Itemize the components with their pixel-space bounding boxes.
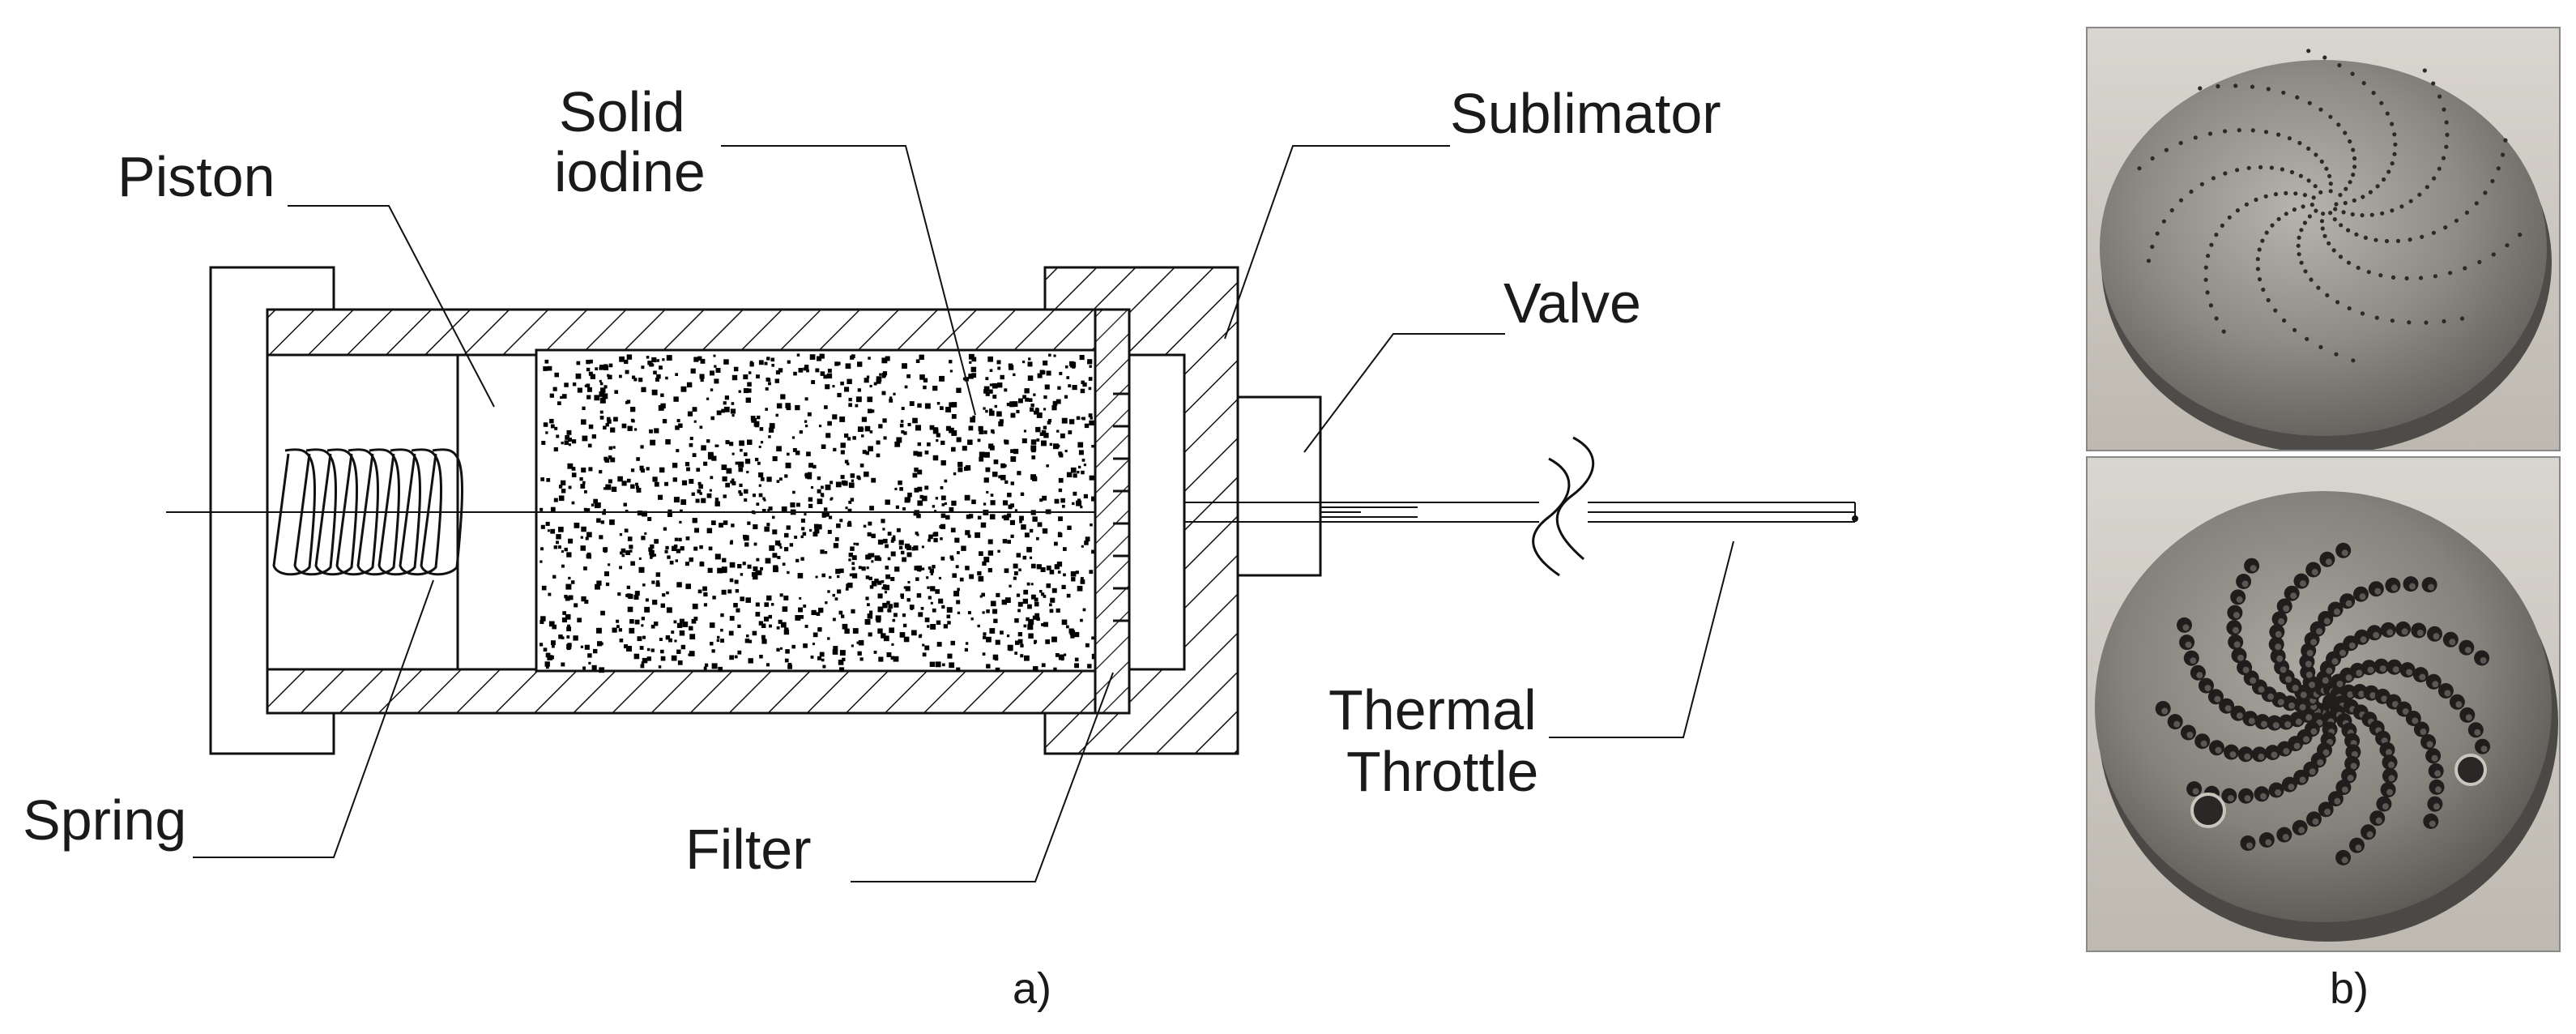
label-thermal-throttle-line1: Thermal <box>1329 678 1537 741</box>
label-solid-iodine-line1: Solid <box>559 80 685 143</box>
label-solid-iodine-line2: iodine <box>554 140 706 203</box>
photo-micro-hole-disc <box>2087 28 2560 451</box>
solid-iodine-block <box>535 348 1097 673</box>
label-thermal-throttle-line2: Throttle <box>1346 740 1538 803</box>
end-cap-outline <box>209 266 335 755</box>
leader-lines <box>193 145 1734 882</box>
valve-body <box>1236 395 1322 577</box>
caption-b: b) <box>2330 964 2369 1013</box>
label-sublimator: Sublimator <box>1450 82 1721 145</box>
photo-drilled-hole-disc <box>2087 457 2560 951</box>
iodine-particles <box>536 353 1098 673</box>
label-spring: Spring <box>23 788 186 852</box>
filter-slots <box>1113 392 1129 622</box>
label-piston: Piston <box>117 145 275 208</box>
label-filter: Filter <box>685 818 812 881</box>
sublimator-chamber <box>1128 353 1186 671</box>
tank-top-wall-hatch <box>266 308 1131 357</box>
spring-coil <box>272 448 463 576</box>
filter-element <box>1094 308 1131 715</box>
label-valve: Valve <box>1503 271 1641 335</box>
tank-bottom-wall-hatch <box>266 668 1131 715</box>
caption-a: a) <box>1013 964 1051 1013</box>
thermal-throttle-tube <box>1184 436 1858 577</box>
